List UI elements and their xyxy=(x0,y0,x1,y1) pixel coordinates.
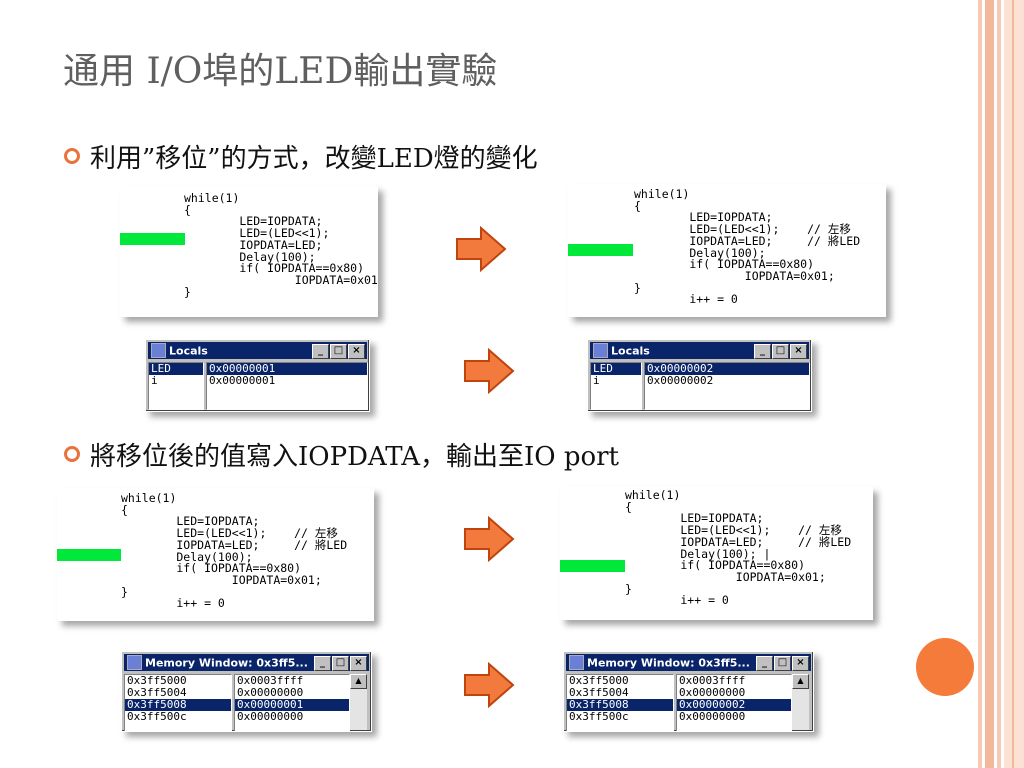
local-name[interactable]: i xyxy=(151,374,158,387)
window-title: Memory Window: 0x3ff5... xyxy=(145,656,308,670)
scrollbar[interactable]: ▲ xyxy=(792,674,809,730)
app-icon xyxy=(151,342,166,358)
bullet-text-2: 將移位後的值寫入IOPDATA，輸出至IO port xyxy=(90,442,620,472)
window-title-bar[interactable]: Memory Window: 0x3ff5... _ □ × xyxy=(124,654,369,671)
memory-value[interactable]: 0x00000000 xyxy=(237,710,304,723)
local-value[interactable]: 0x00000001 xyxy=(209,374,276,387)
code-text: while(1) { LED=IOPDATA; LED=(LED<<1); IO… xyxy=(184,191,378,299)
maximize-button[interactable]: □ xyxy=(774,656,791,671)
local-name[interactable]: i xyxy=(593,374,600,387)
memory-address-column[interactable]: 0x3ff5000 0x3ff5004 0x3ff5008 0x3ff500c xyxy=(566,674,674,731)
app-icon xyxy=(569,654,584,670)
locals-value-column[interactable]: 0x00000001 0x00000001 xyxy=(206,362,368,410)
code-text: while(1) { LED=IOPDATA; LED=(LED<<1); //… xyxy=(121,491,348,611)
minimize-button[interactable]: _ xyxy=(754,344,771,359)
window-title-bar[interactable]: Locals _ □ × xyxy=(590,342,809,359)
app-icon xyxy=(127,654,142,670)
decor-stripe xyxy=(978,0,982,768)
memory-window[interactable]: Memory Window: 0x3ff5... _ □ × 0x3ff5000… xyxy=(563,651,814,732)
right-arrow-icon xyxy=(464,348,515,394)
local-value[interactable]: 0x00000002 xyxy=(647,374,714,387)
close-button[interactable]: × xyxy=(348,344,365,359)
memory-value[interactable]: 0x00000002 xyxy=(677,699,791,711)
memory-value[interactable]: 0x00000000 xyxy=(237,686,304,699)
locals-name-column[interactable]: LED i xyxy=(590,362,642,410)
decor-stripe xyxy=(985,0,994,768)
current-line-marker xyxy=(568,244,633,256)
slide-title: 通用 I/O埠的LED輸出實驗 xyxy=(63,51,498,92)
decor-circle xyxy=(916,638,974,696)
memory-value[interactable]: 0x0003ffff xyxy=(237,674,304,687)
right-arrow-icon xyxy=(464,662,515,708)
memory-value[interactable]: 0x00000001 xyxy=(235,699,349,711)
locals-value-column[interactable]: 0x00000002 0x00000002 xyxy=(644,362,810,410)
locals-window[interactable]: Locals _ □ × LED i 0x00000002 0x00000002 xyxy=(587,339,812,412)
app-icon xyxy=(593,342,608,358)
current-line-marker xyxy=(120,233,185,245)
scrollbar[interactable]: ▲ xyxy=(350,674,367,730)
close-button[interactable]: × xyxy=(792,656,809,671)
decor-stripe xyxy=(1004,0,1024,768)
decor-stripe xyxy=(1012,0,1014,768)
memory-address[interactable]: 0x3ff5000 xyxy=(127,674,187,687)
memory-address[interactable]: 0x3ff5004 xyxy=(569,686,629,699)
memory-value[interactable]: 0x0003ffff xyxy=(679,674,746,687)
memory-address[interactable]: 0x3ff500c xyxy=(127,710,187,723)
minimize-button[interactable]: _ xyxy=(314,656,331,671)
local-name[interactable]: LED xyxy=(149,363,203,375)
window-title: Locals xyxy=(611,344,650,358)
memory-address-column[interactable]: 0x3ff5000 0x3ff5004 0x3ff5008 0x3ff500c xyxy=(124,674,232,731)
memory-address[interactable]: 0x3ff5008 xyxy=(567,699,673,711)
maximize-button[interactable]: □ xyxy=(772,344,789,359)
memory-address[interactable]: 0x3ff5008 xyxy=(125,699,231,711)
window-title: Locals xyxy=(169,344,208,358)
close-button[interactable]: × xyxy=(790,344,807,359)
maximize-button[interactable]: □ xyxy=(330,344,347,359)
minimize-button[interactable]: _ xyxy=(312,344,329,359)
code-panel-2: while(1) { LED=IOPDATA; LED=(LED<<1); //… xyxy=(568,184,886,317)
code-panel-1: while(1) { LED=IOPDATA; LED=(LED<<1); IO… xyxy=(120,186,378,317)
scroll-up-icon[interactable]: ▲ xyxy=(792,674,809,689)
memory-address[interactable]: 0x3ff5004 xyxy=(127,686,187,699)
ring-bullet-icon xyxy=(64,446,80,462)
memory-address[interactable]: 0x3ff5000 xyxy=(569,674,629,687)
ring-bullet-icon xyxy=(64,148,80,164)
code-panel-3: while(1) { LED=IOPDATA; LED=(LED<<1); //… xyxy=(57,488,374,621)
memory-value-column[interactable]: 0x0003ffff 0x00000000 0x00000001 0x00000… xyxy=(234,674,350,731)
code-text: while(1) { LED=IOPDATA; LED=(LED<<1); //… xyxy=(625,488,852,608)
memory-address[interactable]: 0x3ff500c xyxy=(569,710,629,723)
decor-stripe xyxy=(997,0,1001,768)
memory-value[interactable]: 0x00000000 xyxy=(679,710,746,723)
current-line-marker xyxy=(57,549,121,561)
locals-name-column[interactable]: LED i xyxy=(148,362,204,410)
code-text: while(1) { LED=IOPDATA; LED=(LED<<1); //… xyxy=(634,187,861,307)
local-value[interactable]: 0x00000001 xyxy=(207,363,367,375)
local-name[interactable]: LED xyxy=(591,363,641,375)
locals-window[interactable]: Locals _ □ × LED i 0x00000001 0x00000001 xyxy=(145,339,370,412)
memory-value[interactable]: 0x00000000 xyxy=(679,686,746,699)
scroll-up-icon[interactable]: ▲ xyxy=(350,674,367,689)
maximize-button[interactable]: □ xyxy=(332,656,349,671)
window-title-bar[interactable]: Memory Window: 0x3ff5... _ □ × xyxy=(566,654,811,671)
right-arrow-icon xyxy=(464,516,515,562)
bullet-text-1: 利用”移位”的方式，改變LED燈的變化 xyxy=(90,144,538,174)
memory-value-column[interactable]: 0x0003ffff 0x00000000 0x00000002 0x00000… xyxy=(676,674,792,731)
right-arrow-icon xyxy=(456,226,507,272)
current-line-marker xyxy=(560,560,625,572)
memory-window[interactable]: Memory Window: 0x3ff5... _ □ × 0x3ff5000… xyxy=(121,651,372,732)
window-title-bar[interactable]: Locals _ □ × xyxy=(148,342,367,359)
minimize-button[interactable]: _ xyxy=(756,656,773,671)
window-title: Memory Window: 0x3ff5... xyxy=(587,656,750,670)
code-panel-4: while(1) { LED=IOPDATA; LED=(LED<<1); //… xyxy=(560,487,873,620)
close-button[interactable]: × xyxy=(350,656,367,671)
local-value[interactable]: 0x00000002 xyxy=(645,363,809,375)
